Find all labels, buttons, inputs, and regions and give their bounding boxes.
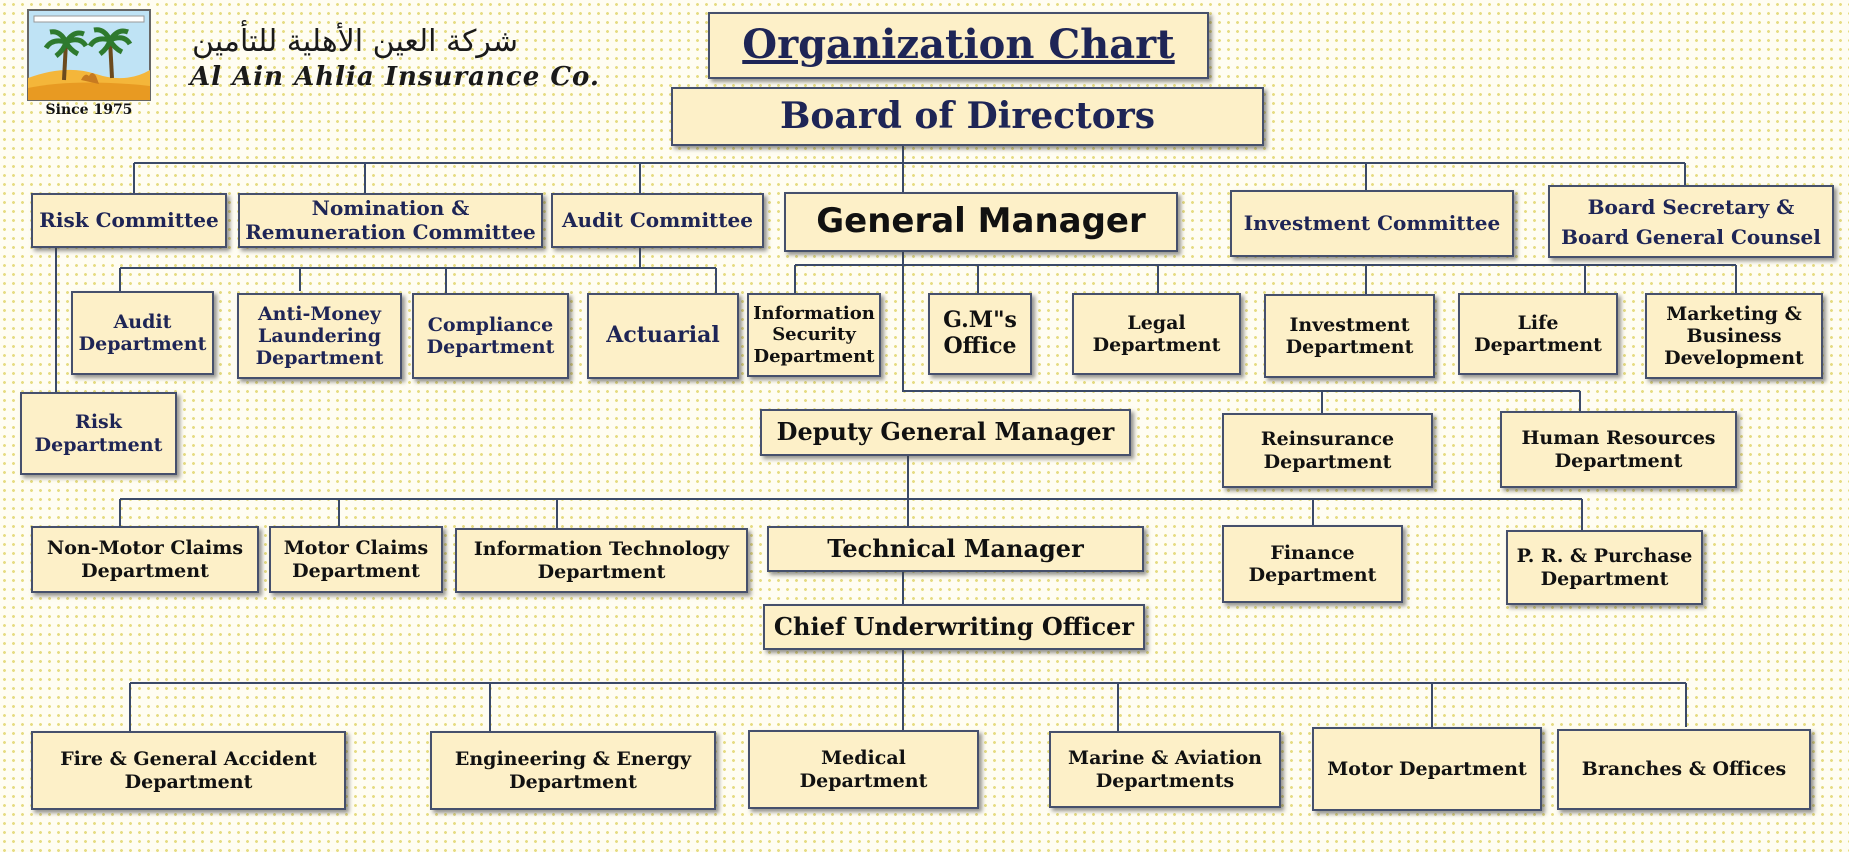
- node-motor-claims: Motor Claims Department: [269, 526, 443, 593]
- node-marketing-department: Marketing & Business Development: [1645, 293, 1823, 379]
- node-legal-department: Legal Department: [1072, 293, 1241, 375]
- node-infosec-department: Information Security Department: [747, 293, 881, 377]
- node-finance-department: Finance Department: [1222, 525, 1403, 603]
- node-branches-offices: Branches & Offices: [1557, 729, 1811, 810]
- node-compliance-department: Compliance Department: [412, 293, 569, 379]
- node-reinsurance-department: Reinsurance Department: [1222, 413, 1433, 488]
- node-chief-underwriting-officer: Chief Underwriting Officer: [763, 604, 1145, 650]
- company-name-english: Al Ain Ahlia Insurance Co.: [190, 62, 600, 92]
- node-medical-department: Medical Department: [748, 730, 979, 809]
- chart-title: Organization Chart: [708, 12, 1209, 79]
- node-marine-aviation: Marine & Aviation Departments: [1049, 731, 1281, 808]
- node-technical-manager: Technical Manager: [767, 526, 1144, 572]
- node-risk-department: Risk Department: [20, 392, 177, 475]
- node-audit-department: Audit Department: [71, 291, 214, 375]
- since-label: Since 1975: [45, 102, 133, 118]
- node-nonmotor-claims: Non-Motor Claims Department: [31, 526, 259, 593]
- node-nomination-committee: Nomination & Remuneration Committee: [238, 193, 543, 248]
- node-hr-department: Human Resources Department: [1500, 411, 1737, 488]
- node-aml-department: Anti-Money Laundering Department: [237, 293, 402, 379]
- node-risk-committee: Risk Committee: [31, 193, 227, 248]
- node-investment-department: Investment Department: [1264, 294, 1435, 378]
- node-engineering-energy: Engineering & Energy Department: [430, 731, 716, 810]
- node-life-department: Life Department: [1458, 293, 1618, 375]
- node-actuarial: Actuarial: [587, 293, 739, 379]
- palm-tree-logo-icon: [27, 9, 151, 101]
- node-gm-office: G.M"s Office: [928, 293, 1032, 375]
- node-investment-committee: Investment Committee: [1230, 190, 1514, 257]
- node-motor-department: Motor Department: [1312, 727, 1542, 811]
- chart-title-text: Organization Chart: [742, 21, 1175, 69]
- node-pr-purchase-department: P. R. & Purchase Department: [1506, 530, 1703, 605]
- node-fire-general-accident: Fire & General Accident Department: [31, 731, 346, 810]
- node-board-of-directors: Board of Directors: [671, 87, 1264, 146]
- node-board-secretary: Board Secretary & Board General Counsel: [1548, 185, 1834, 258]
- company-name-arabic: شركة العين الأهلية للتأمين: [192, 24, 519, 59]
- node-audit-committee: Audit Committee: [551, 193, 764, 248]
- node-it-department: Information Technology Department: [455, 528, 748, 593]
- node-deputy-general-manager: Deputy General Manager: [760, 409, 1131, 456]
- node-general-manager: General Manager: [784, 192, 1178, 252]
- company-logo: Since 1975: [26, 8, 152, 118]
